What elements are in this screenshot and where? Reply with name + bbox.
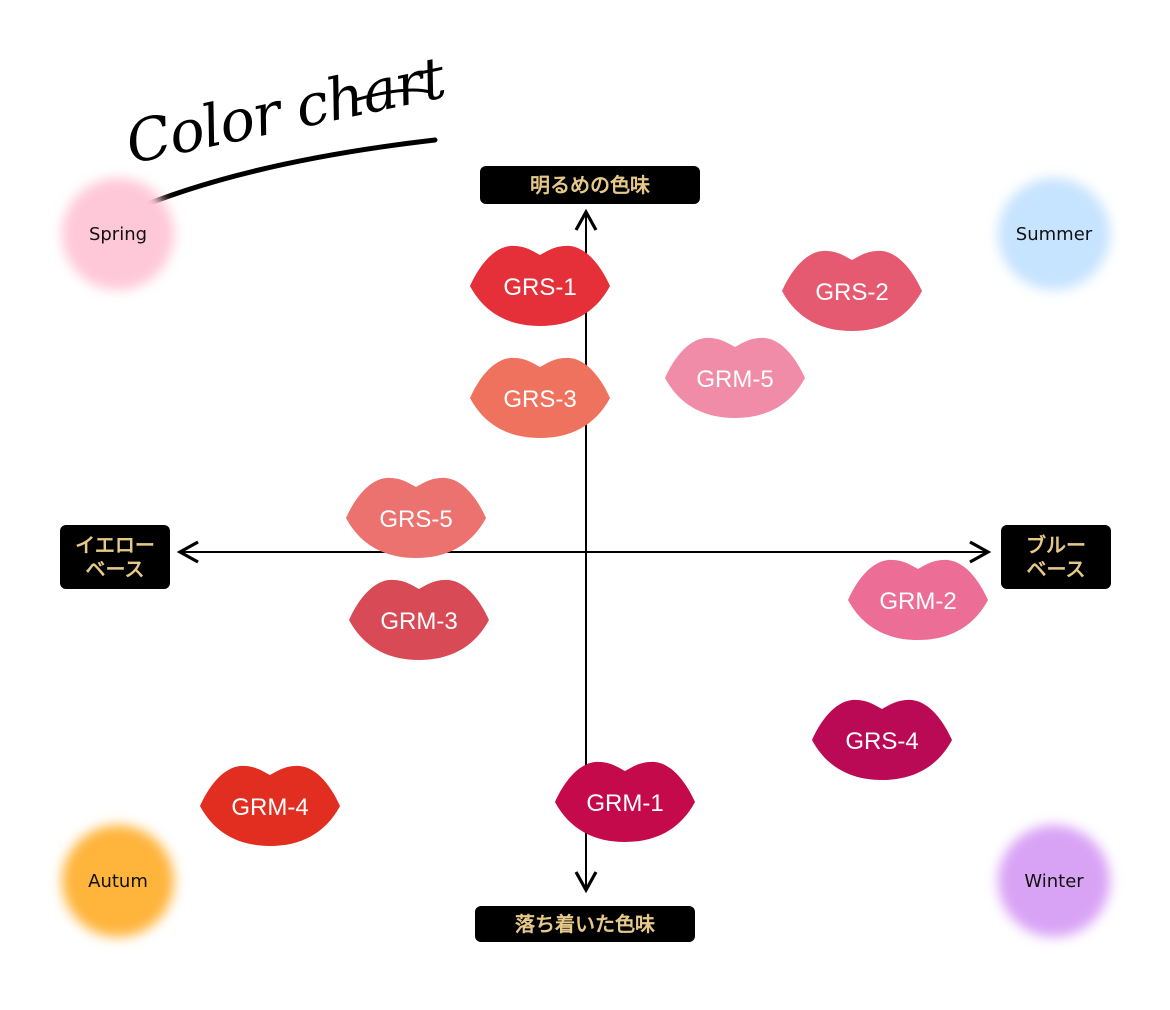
lip-grm-1: GRM-1 (555, 761, 695, 842)
axis-label-left-line1: イエロー (75, 533, 155, 557)
lip-grs-1-shape (470, 245, 610, 326)
lip-grs-2-label: GRS-2 (815, 279, 888, 306)
axis-label-top-text: 明るめの色味 (530, 173, 650, 197)
lip-grm-5-shape (665, 337, 805, 418)
lip-grm-2-label: GRM-2 (879, 588, 956, 615)
lip-grm-4: GRM-4 (200, 765, 340, 846)
lip-grs-1: GRS-1 (470, 245, 610, 326)
lip-grs-1-label: GRS-1 (503, 274, 576, 301)
axis-label-left: イエロー ベース (60, 525, 170, 589)
lip-grs-4: GRS-4 (812, 699, 952, 780)
season-winter-label: Winter (1024, 870, 1084, 892)
season-spring-label: Spring (88, 223, 148, 245)
season-summer-label: Summer (1015, 223, 1093, 245)
lip-grm-3-shape (349, 579, 489, 660)
axis-label-left-line2: ベース (85, 557, 145, 581)
season-summer: Summer (998, 178, 1110, 290)
season-autumn-glow (62, 825, 174, 937)
lip-grm-3-label: GRM-3 (380, 608, 457, 635)
lip-grs-5: GRS-5 (346, 477, 486, 558)
season-winter: Winter (998, 825, 1110, 937)
axis-label-right-line2: ベース (1026, 557, 1086, 581)
axis-label-right-line1: ブルー (1026, 533, 1086, 557)
lip-grs-4-shape (812, 699, 952, 780)
lip-grs-3-label: GRS-3 (503, 386, 576, 413)
lip-grs-4-label: GRS-4 (845, 728, 918, 755)
axis-label-right: ブルー ベース (1001, 525, 1111, 589)
lip-grs-5-shape (346, 477, 486, 558)
lip-grs-5-label: GRS-5 (379, 506, 452, 533)
season-autumn-label: Autum (88, 870, 148, 892)
lip-grm-5: GRM-5 (665, 337, 805, 418)
season-winter-glow (998, 825, 1110, 937)
lip-grm-1-label: GRM-1 (586, 790, 663, 817)
lip-grs-3-shape (470, 357, 610, 438)
lip-grs-2: GRS-2 (782, 250, 922, 331)
lip-grm-2: GRM-2 (848, 559, 988, 640)
season-summer-glow (998, 178, 1110, 290)
lip-grm-5-label: GRM-5 (696, 366, 773, 393)
season-spring: Spring (62, 178, 174, 290)
lip-grm-3: GRM-3 (349, 579, 489, 660)
lip-grs-2-shape (782, 250, 922, 331)
lip-grm-2-shape (848, 559, 988, 640)
axis-label-top: 明るめの色味 (480, 166, 700, 204)
lip-grm-4-shape (200, 765, 340, 846)
season-autumn: Autum (62, 825, 174, 937)
axis-label-bottom: 落ち着いた色味 (475, 906, 695, 942)
axis-label-bottom-text: 落ち着いた色味 (515, 912, 655, 936)
lip-grm-1-shape (555, 761, 695, 842)
lip-grs-3: GRS-3 (470, 357, 610, 438)
lip-grm-4-label: GRM-4 (231, 794, 308, 821)
season-spring-glow (62, 178, 174, 290)
